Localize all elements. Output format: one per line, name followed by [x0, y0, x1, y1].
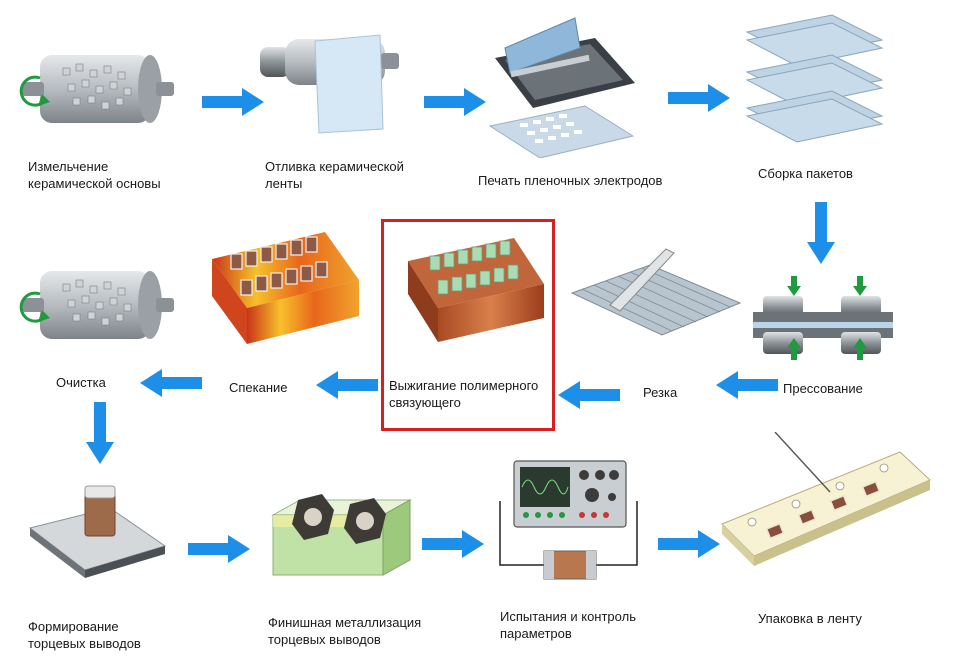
stacking-sheets-icon [745, 14, 884, 143]
step-label-testing: Испытания и контроль параметров [500, 609, 636, 641]
arrow-right-icon [668, 84, 730, 112]
arrow-down-icon [807, 202, 835, 264]
step-label-packaging: Упаковка в ленту [758, 611, 862, 626]
electrode-printing-icon [488, 17, 635, 158]
step-label-sintering: Спекание [229, 380, 288, 395]
step-label-pressing: Прессование [783, 381, 863, 396]
step-label-terminations: Формирование торцевых выводов [28, 619, 141, 651]
step-label-grinding: Измельчение керамической основы [28, 159, 161, 191]
arrow-left-icon [140, 369, 202, 397]
step-label-casting: Отливка керамической ленты [265, 159, 404, 191]
plating-bath-icon [271, 494, 412, 576]
arrow-left-icon [558, 381, 620, 409]
arrow-left-icon [716, 371, 778, 399]
step-label-plating: Финишная металлизация торцевых выводов [268, 615, 422, 647]
arrow-right-icon [658, 530, 720, 558]
cutting-blade-icon [570, 248, 742, 336]
tape-reel-packaging-icon [721, 432, 931, 566]
arrow-right-icon [188, 535, 250, 563]
step-label-cleaning: Очистка [56, 375, 106, 390]
highlight-frame [381, 219, 555, 431]
press-icon [753, 276, 893, 360]
arrow-right-icon [202, 88, 264, 116]
step-label-burnout: Выжигание полимерного связующего [389, 378, 539, 410]
sintering-kiln-icon [212, 232, 359, 344]
cleaning-drum-icon [19, 271, 174, 339]
arrow-left-icon [316, 371, 378, 399]
termination-dipping-icon [28, 485, 167, 578]
test-instrument-icon [499, 460, 638, 580]
arrow-right-icon [424, 88, 486, 116]
grinding-drum-icon [19, 55, 174, 123]
arrow-right-icon [422, 530, 484, 558]
burnout-kiln-icon [408, 238, 544, 342]
tape-casting-icon [260, 34, 399, 134]
step-label-cutting: Резка [643, 385, 678, 400]
arrow-down-icon [86, 402, 114, 464]
step-label-stacking: Сборка пакетов [758, 166, 853, 181]
step-label-printing: Печать пленочных электродов [478, 173, 663, 188]
